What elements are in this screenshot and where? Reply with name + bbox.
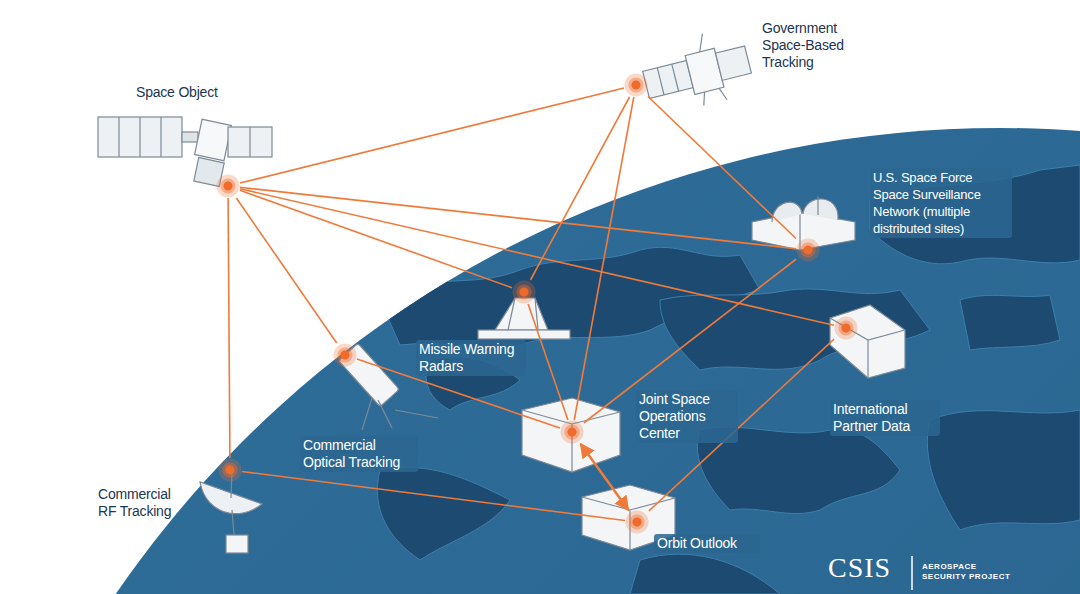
data-link [530, 97, 629, 280]
node-label: Joint Space Operations Center [636, 390, 738, 443]
tracking-node: Space Object [216, 174, 240, 198]
landmasses [377, 165, 1080, 594]
data-link [574, 97, 634, 420]
tracking-node: Commercial Optical Tracking [333, 343, 357, 367]
building-icon [830, 305, 905, 378]
tracking-node: Missile Warning Radars [512, 280, 536, 304]
logo-wordmark: CSIS [828, 552, 908, 584]
node-label: U.S. Space Force Space Surveillance Netw… [870, 168, 1012, 238]
tracking-node: Government Space-Based Tracking [624, 73, 648, 97]
logo-subtitle: AEROSPACE SECURITY PROJECT [922, 562, 1018, 582]
node-label: Commercial Optical Tracking [300, 436, 418, 472]
tracking-node: International Partner Data [834, 316, 858, 340]
data-link [242, 472, 625, 521]
tracking-node: U.S. Space Force Space Surveillance Netw… [796, 238, 820, 262]
data-link [648, 97, 796, 239]
tracking-node: Orbit Outlook [625, 510, 649, 534]
node-label: Space Object [136, 84, 246, 101]
logo-divider [911, 556, 913, 590]
node-label: Commercial RF Tracking [98, 486, 190, 520]
data-link [528, 304, 568, 420]
node-label: Orbit Outlook [654, 534, 760, 553]
node-label: Missile Warning Radars [416, 340, 526, 376]
data-link [240, 190, 512, 287]
tracking-node: Joint Space Operations Center [560, 420, 584, 444]
data-link [236, 198, 336, 343]
node-label: International Partner Data [830, 400, 940, 436]
data-link [581, 444, 629, 510]
tracking-node: Commercial RF Tracking [218, 458, 242, 482]
radar-icon [478, 298, 570, 339]
data-link [240, 189, 834, 325]
node-label: Government Space-Based Tracking [762, 20, 858, 71]
building-icon [522, 398, 620, 472]
dish-antenna-icon [200, 470, 262, 553]
data-link [240, 88, 624, 183]
data-link [240, 187, 796, 248]
earth [0, 128, 1080, 594]
satellite-icon [98, 117, 272, 186]
data-link [228, 198, 230, 458]
